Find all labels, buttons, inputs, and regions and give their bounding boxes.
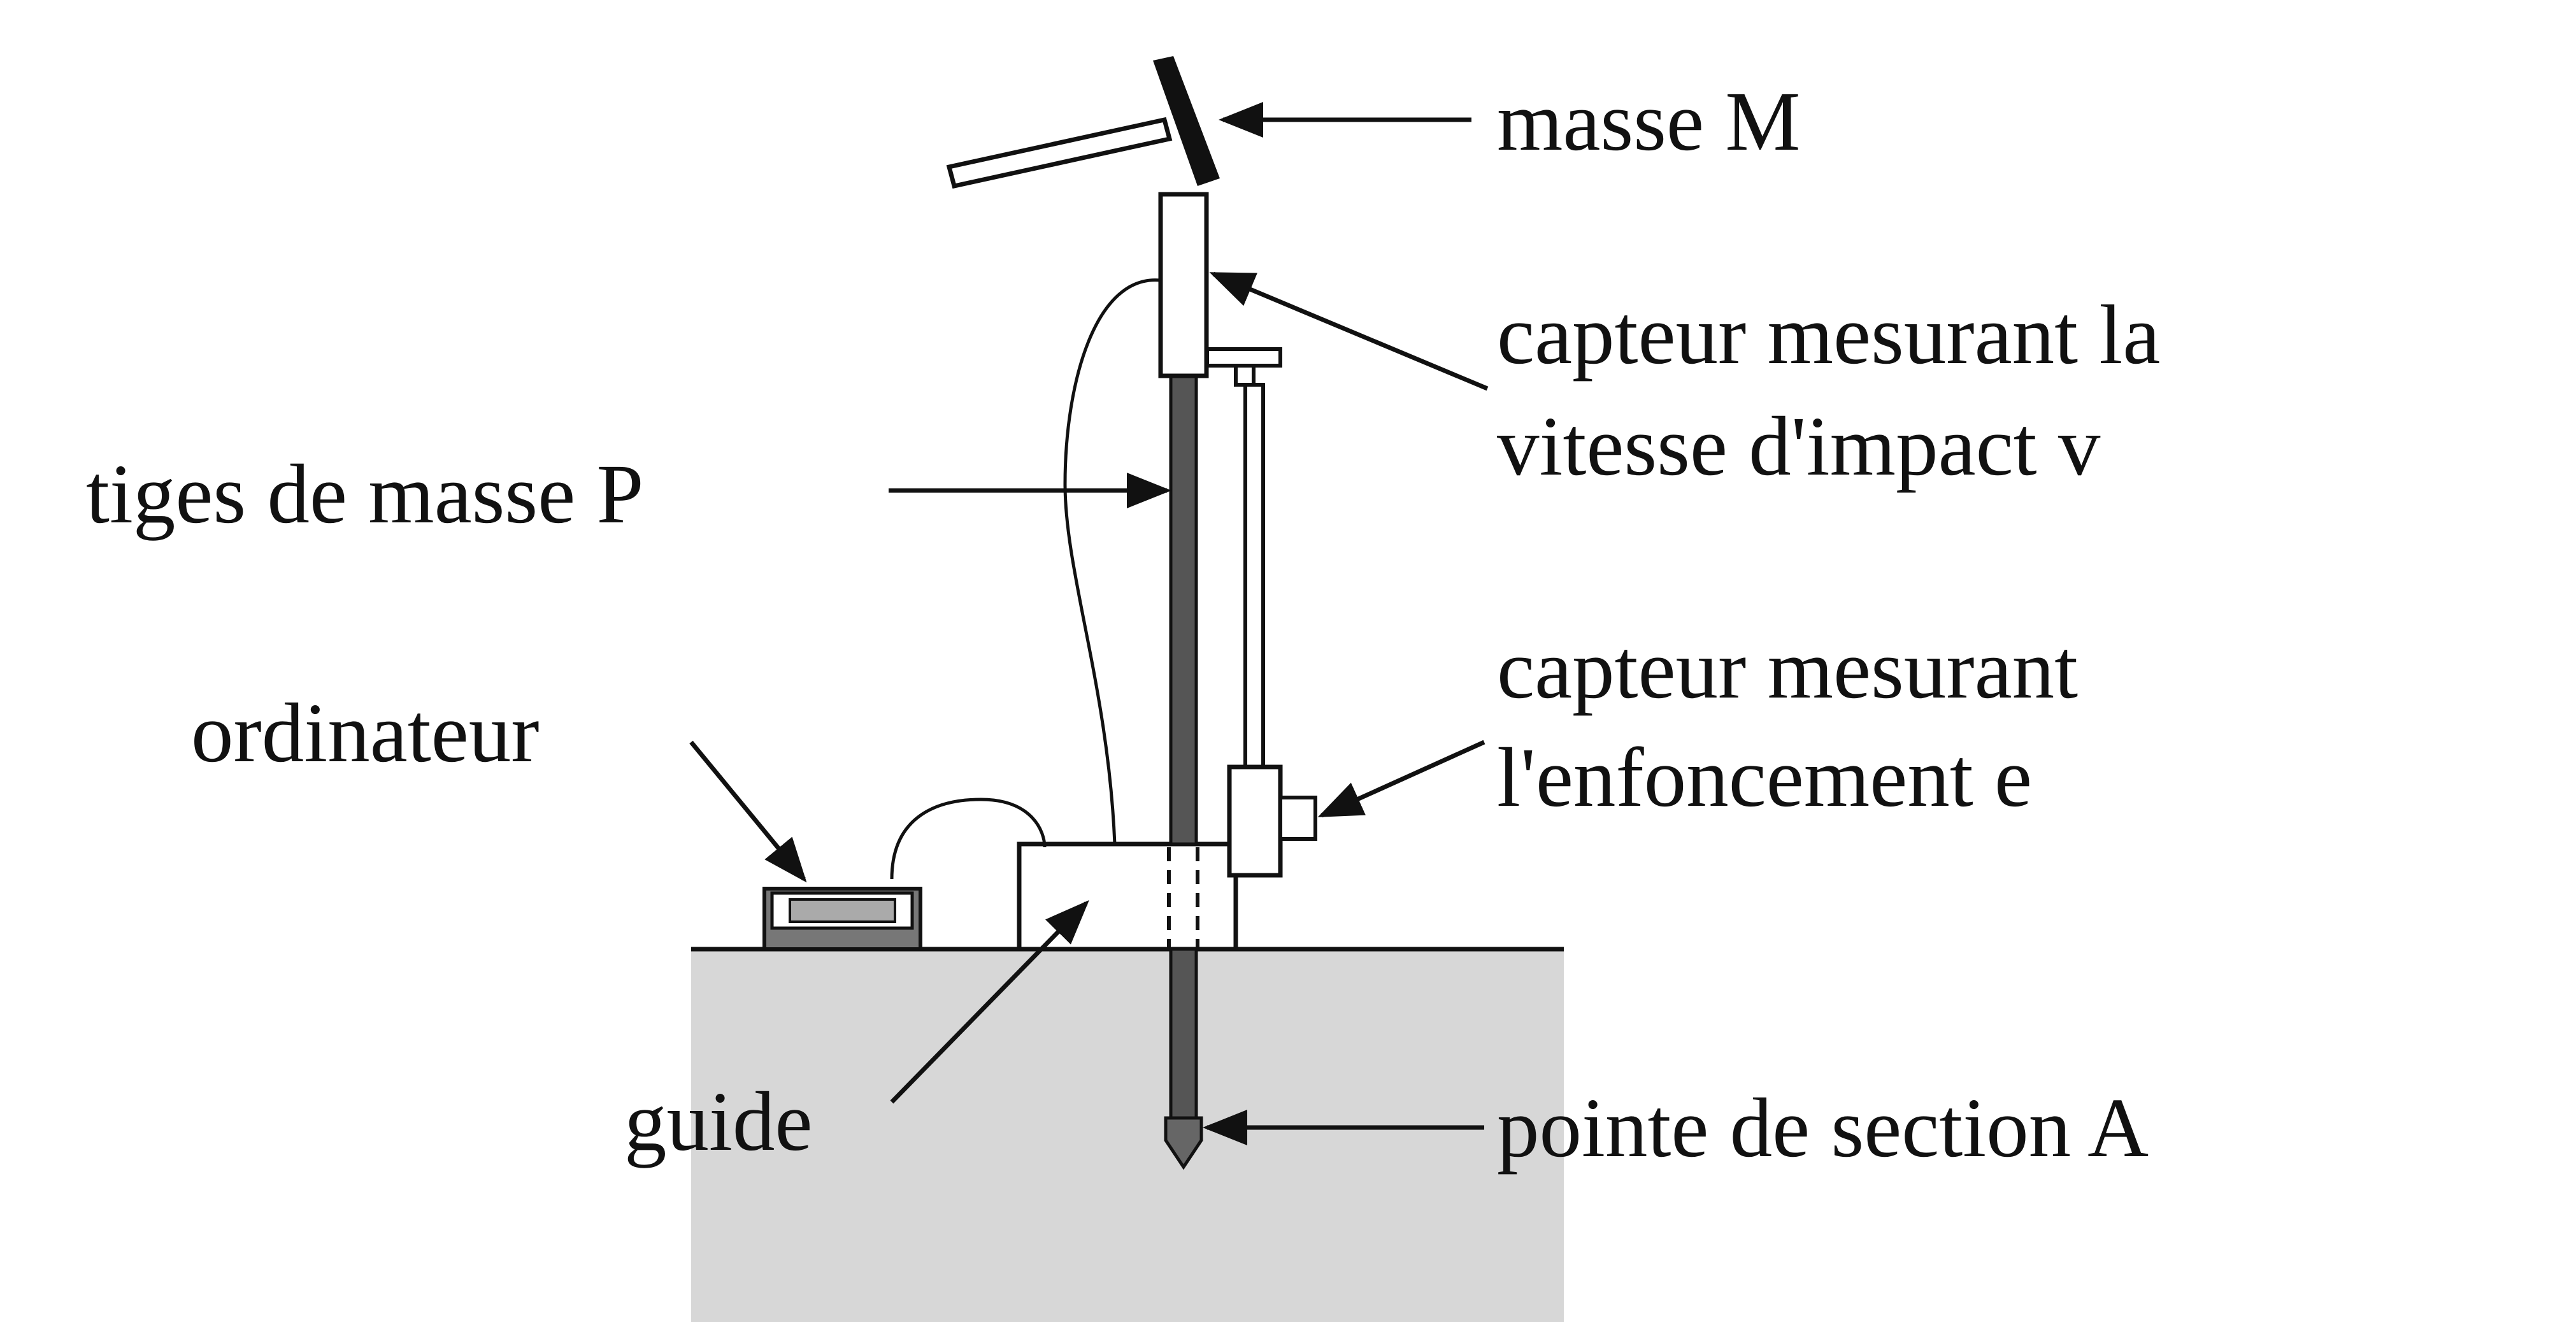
label-capteur-enfoncement-1: capteur mesurant bbox=[1497, 622, 2078, 716]
guide-block bbox=[1017, 841, 1238, 952]
penetration-sensor-box bbox=[1227, 764, 1283, 878]
velocity-sensor-box bbox=[1158, 192, 1209, 378]
cone-tip bbox=[1164, 1116, 1203, 1170]
ground-soil bbox=[691, 949, 1564, 1322]
label-masse-M: masse M bbox=[1497, 74, 1801, 168]
label-capteur-vitesse-2: vitesse d'impact v bbox=[1497, 399, 2101, 493]
arrow-guide bbox=[890, 899, 1089, 1104]
label-capteur-enfoncement-2: l'enfoncement e bbox=[1497, 730, 2032, 824]
label-guide: guide bbox=[624, 1074, 812, 1168]
label-tiges: tiges de masse P bbox=[86, 447, 643, 541]
side-rail bbox=[1243, 383, 1265, 769]
arrow-ordinateur bbox=[689, 740, 807, 883]
hammer-handle bbox=[946, 117, 1173, 189]
rod-upper bbox=[1169, 374, 1198, 846]
label-capteur-vitesse-1: capteur mesurant la bbox=[1497, 287, 2160, 382]
side-bracket bbox=[1205, 347, 1282, 368]
arrow-capteur-enfoncement bbox=[1317, 740, 1485, 818]
penetration-sensor-knob bbox=[1278, 796, 1317, 841]
label-pointe: pointe de section A bbox=[1497, 1080, 2149, 1175]
arrow-capteur-vitesse bbox=[1209, 271, 1489, 391]
label-ordinateur: ordinateur bbox=[191, 685, 540, 780]
sensor-cable bbox=[1063, 278, 1161, 845]
computer-cable bbox=[890, 798, 1047, 880]
rod-lower bbox=[1169, 947, 1198, 1120]
computer-display bbox=[789, 898, 896, 923]
side-rail-cap bbox=[1234, 364, 1256, 387]
hammer-mass-M bbox=[1153, 56, 1220, 186]
